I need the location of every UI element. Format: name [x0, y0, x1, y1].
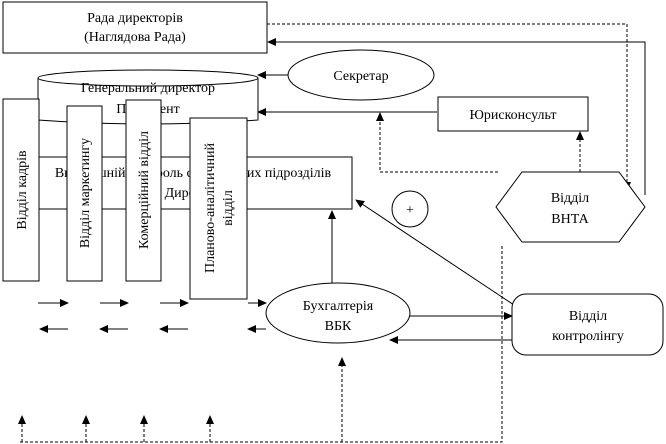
vnta-title: Відділ: [551, 191, 589, 206]
marketing-dept-box: Відділ маркетингу: [66, 105, 103, 282]
board-box: Рада директорів (Наглядова Рада): [2, 1, 268, 54]
board-to-vnta-line: [267, 23, 631, 191]
controlling-subtitle: контролінгу: [552, 329, 624, 344]
planning-dept-label-1: Планово-аналітичний: [203, 142, 218, 273]
accounting-subtitle: ВБК: [325, 319, 352, 334]
marketing-dept-label: Відділ маркетингу: [78, 138, 93, 248]
planning-dept-box: Планово-аналітичний відділ: [189, 117, 248, 300]
controlling-box: Відділ контролінгу: [511, 293, 664, 356]
right-to-board-line: [267, 38, 646, 195]
accounting-title: Бухгалтерія: [303, 299, 374, 314]
lawyer-box: Юрисконсульт: [437, 96, 589, 132]
feedback-to-lawyer-line: [376, 112, 498, 173]
lawyer-label: Юрисконсульт: [469, 108, 556, 123]
vnta-hexagon: Відділ ВНТА: [495, 171, 646, 243]
hr-dept-label: Відділ кадрів: [15, 150, 30, 230]
secretary-ellipse: Секретар: [287, 49, 435, 101]
controlling-to-internal-line: [355, 199, 515, 306]
commercial-dept-box: Комерційний відділ: [125, 99, 162, 282]
board-subtitle: (Наглядова Рада): [84, 30, 186, 45]
commercial-dept-label: Комерційний відділ: [137, 131, 152, 249]
hr-dept-box: Відділ кадрів: [2, 98, 40, 282]
controlling-title: Відділ: [569, 309, 607, 324]
accounting-ellipse: Бухгалтерія ВБК: [265, 282, 411, 344]
vnta-subtitle: ВНТА: [551, 212, 589, 227]
bottom-feedback-bus: [20, 245, 503, 443]
plus-circle: +: [391, 190, 429, 228]
ceo-title: Генеральний директор: [81, 81, 215, 96]
board-title: Рада директорів: [87, 11, 183, 26]
connectors: [16, 23, 646, 443]
plus-label: +: [406, 203, 414, 218]
secretary-label: Секретар: [333, 69, 388, 84]
planning-dept-label-2: відділ: [221, 190, 236, 226]
